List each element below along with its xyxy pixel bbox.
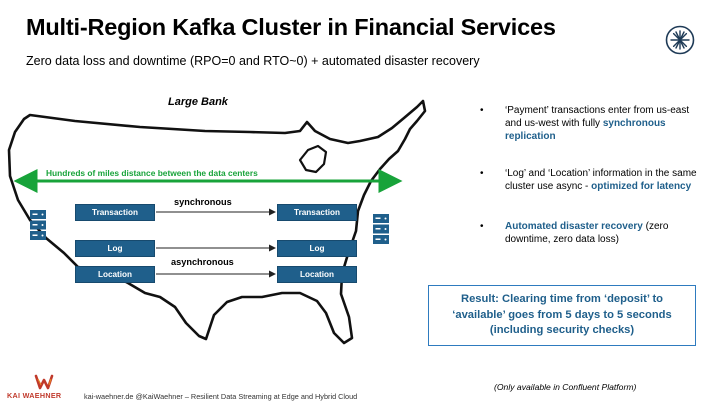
confluent-logo-icon	[665, 25, 695, 55]
footer-brand: KAI WAEHNER	[7, 391, 62, 400]
result-box: Result: Clearing time from ‘deposit’ to …	[428, 285, 696, 346]
kai-waehner-logo-icon	[34, 374, 54, 390]
usa-map-outline	[7, 99, 427, 345]
page-subtitle: Zero data loss and downtime (RPO=0 and R…	[26, 54, 480, 68]
result-text: Result: Clearing time from ‘deposit’ to …	[452, 293, 672, 337]
server-rack-icon	[373, 214, 389, 244]
bullet-dot: •	[480, 105, 484, 116]
bullet-dot: •	[480, 168, 484, 179]
left-log-node: Log	[75, 240, 155, 257]
bullet-text: ‘Log’ and ‘Location’ information in the …	[505, 168, 697, 193]
page-title: Multi-Region Kafka Cluster in Financial …	[26, 14, 556, 40]
distance-label: Hundreds of miles distance between the d…	[46, 168, 258, 178]
right-log-node: Log	[277, 240, 357, 257]
server-rack-icon	[30, 210, 46, 240]
bullet-text: ‘Payment’ transactions enter from us-eas…	[505, 105, 690, 143]
footer-text: kai-waehner.de @KaiWaehner – Resilient D…	[84, 392, 358, 401]
left-location-node: Location	[75, 266, 155, 283]
right-location-node: Location	[277, 266, 357, 283]
sync-label: synchronous	[174, 197, 232, 207]
footnote: (Only available in Confluent Platform)	[494, 382, 637, 392]
great-lakes-outline	[298, 144, 328, 174]
async-label: asynchronous	[171, 257, 234, 267]
bullet-text: Automated disaster recovery (zero downti…	[505, 221, 669, 246]
map-label: Large Bank	[168, 96, 228, 108]
right-transaction-node: Transaction	[277, 204, 357, 221]
bullet-dot: •	[480, 221, 484, 232]
left-transaction-node: Transaction	[75, 204, 155, 221]
